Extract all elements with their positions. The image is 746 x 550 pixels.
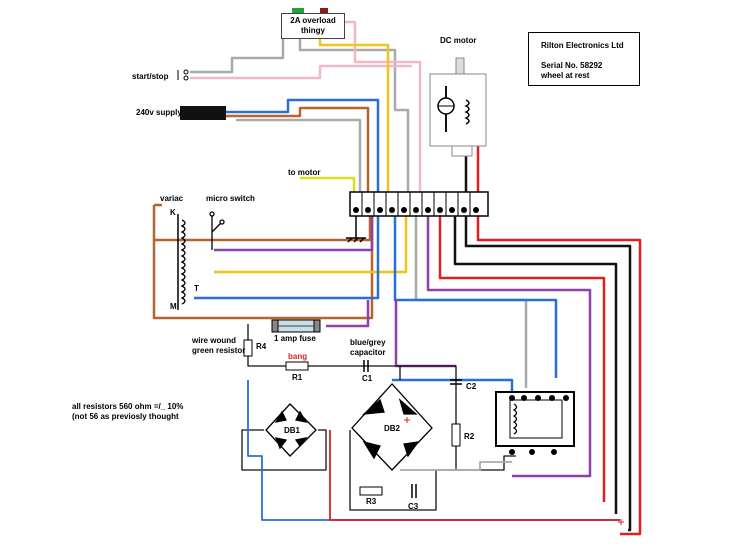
micro-switch	[209, 211, 225, 250]
terminal-block	[349, 191, 489, 217]
wire-grey-right	[414, 216, 528, 388]
variac-t-label: T	[194, 284, 199, 293]
wire-blue-right	[393, 216, 558, 378]
wire-yellow-top	[318, 37, 390, 192]
c1-label: C1	[362, 374, 373, 383]
variac-label: variac	[160, 194, 184, 203]
c2-label: C2	[466, 382, 477, 391]
variac-m-label: M	[170, 302, 177, 311]
wire-blue-supply	[226, 98, 380, 192]
variac-coil	[154, 203, 186, 310]
note-line-1: all resistors 560 ohm =/_ 10%	[72, 402, 184, 411]
db1-label: DB1	[284, 426, 301, 435]
wire-brown-variac	[152, 205, 374, 320]
company-name: Rilton Electronics Ltd	[541, 41, 624, 50]
variac-k-label: K	[170, 208, 176, 217]
wire-yellow-variac	[214, 216, 408, 274]
bridge-rectifier-db1	[265, 403, 317, 457]
capacitor-c3	[411, 484, 417, 498]
fuse	[271, 319, 321, 333]
wire-black-1	[464, 86, 632, 532]
wire-wound-label-2: green resistor	[192, 346, 246, 355]
resistor-r1	[285, 361, 309, 371]
dc-motor-label: DC motor	[440, 36, 477, 45]
overload-label-1: 2A overload	[290, 16, 336, 25]
wire-pink-overload	[343, 20, 422, 192]
wire-grey-supply	[236, 118, 362, 192]
polarity-marks	[404, 417, 624, 525]
capacitor-label-1: blue/grey	[350, 338, 386, 347]
wire-black-db2	[436, 455, 516, 471]
resistor-r3	[359, 486, 383, 496]
c3-label: C3	[408, 502, 419, 511]
micro-switch-label: micro switch	[206, 194, 255, 203]
wire-purple-right	[426, 216, 592, 478]
overload-red-button[interactable]	[320, 8, 328, 14]
bridge-rectifier-db2	[351, 383, 433, 471]
serial-number: Serial No. 58292	[541, 61, 603, 70]
db2-label: DB2	[384, 424, 401, 433]
note-line-2: (not 56 as previosly thought	[72, 412, 179, 421]
capacitor-label-2: capacitor	[350, 348, 386, 357]
wire-brown-supply	[226, 106, 370, 192]
wire-lime-motor	[300, 176, 356, 192]
dc-motor	[429, 57, 487, 157]
supply-plug	[180, 106, 226, 120]
fuse-label: 1 amp fuse	[274, 334, 316, 343]
wire-red-db	[329, 430, 620, 521]
wire-black-r3	[349, 430, 437, 511]
wire-black-2	[453, 216, 618, 514]
wire-purple-c2	[394, 300, 456, 368]
wire-red-2	[438, 216, 606, 502]
ground-symbol	[346, 216, 366, 243]
resistor-r4	[243, 339, 253, 357]
start-stop-switch	[177, 69, 189, 81]
wire-wound-label-1: wire wound	[192, 336, 236, 345]
wire-purple-variac	[214, 216, 374, 252]
overload-switch: 2A overload thingy	[281, 13, 345, 39]
wire-blue-lower	[392, 378, 514, 392]
wire-grey-startstop	[190, 37, 285, 74]
wire-blue-variac	[194, 216, 380, 300]
info-box: Rilton Electronics Ltd Serial No. 58292 …	[528, 32, 640, 86]
r2-label: R2	[464, 432, 475, 441]
start-stop-label: start/stop	[132, 72, 169, 81]
overload-label-2: thingy	[301, 26, 325, 35]
wire-black-db1	[241, 429, 327, 471]
r1-label: R1	[292, 373, 303, 382]
status-text: wheel at rest	[541, 71, 590, 80]
to-motor-label: to motor	[288, 168, 321, 177]
r3-label: R3	[366, 497, 377, 506]
supply-label: 240v supply	[136, 108, 182, 117]
wire-purple-fuse	[326, 300, 370, 328]
r4-label: R4	[256, 342, 267, 351]
capacitor-c2	[450, 379, 462, 385]
relay	[495, 391, 575, 455]
capacitor-c1	[363, 360, 369, 372]
resistor-r2	[451, 423, 461, 447]
bang-label: bang	[288, 352, 308, 361]
wire-grey-db2	[400, 461, 512, 471]
overload-green-button[interactable]	[292, 8, 304, 14]
wire-grey-overload	[298, 37, 410, 192]
wire-pink-startstop	[190, 64, 412, 80]
